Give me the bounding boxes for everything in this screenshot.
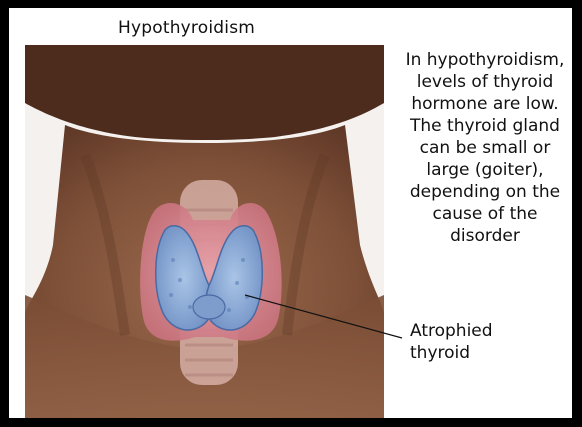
description-line: hormone are low. <box>385 93 582 115</box>
description-text: In hypothyroidism, levels of thyroid hor… <box>385 49 582 247</box>
description-line: can be small or <box>385 137 582 159</box>
description-line: In hypothyroidism, <box>385 49 582 71</box>
callout-line: thyroid <box>410 342 493 364</box>
description-line: disorder <box>385 225 582 247</box>
callout-line: Atrophied <box>410 320 493 342</box>
atrophied-thyroid-label: Atrophied thyroid <box>410 320 493 364</box>
neck-illustration <box>25 45 384 423</box>
description-line: levels of thyroid <box>385 71 582 93</box>
figure-title: Hypothyroidism <box>118 18 255 38</box>
description-line: The thyroid gland <box>385 115 582 137</box>
description-line: depending on the <box>385 181 582 203</box>
description-line: cause of the <box>385 203 582 225</box>
description-line: large (goiter), <box>385 159 582 181</box>
